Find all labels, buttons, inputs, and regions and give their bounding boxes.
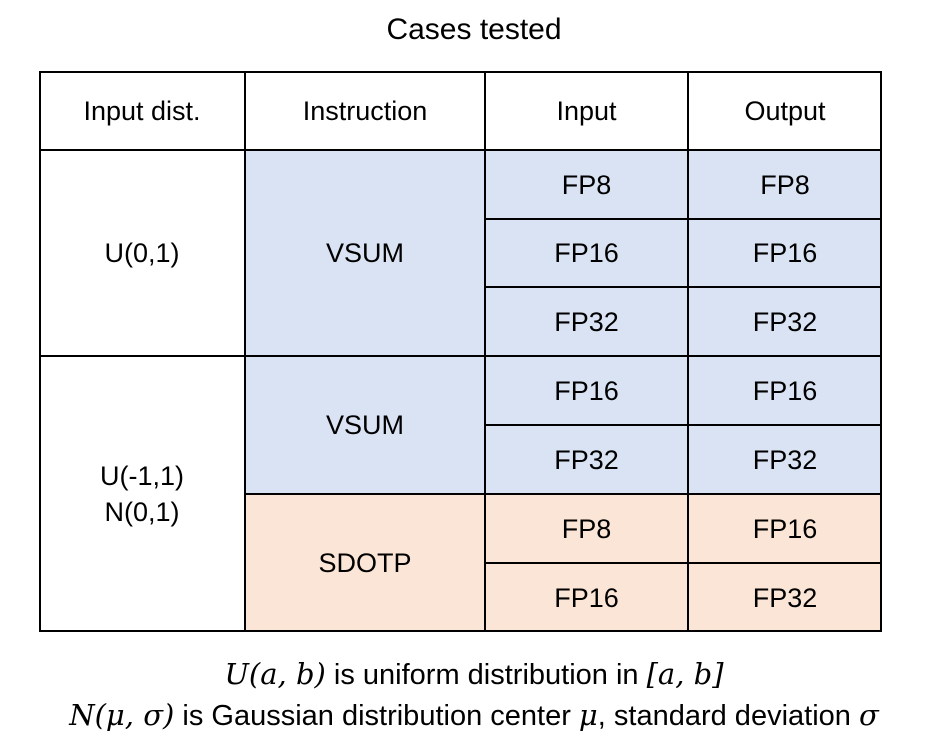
output-cell: FP16 (688, 356, 882, 425)
input-cell: FP32 (485, 425, 688, 494)
footnote-math: [a, b] (646, 657, 724, 691)
output-cell: FP32 (688, 287, 882, 356)
footnote-math: N(μ, σ) (69, 698, 175, 732)
input-cell: FP16 (485, 356, 688, 425)
output-cell: FP32 (688, 425, 882, 494)
output-cell: FP32 (688, 563, 882, 632)
header-instruction: Instruction (245, 71, 485, 150)
footnote-text: is Gaussian distribution center (174, 700, 579, 732)
header-output: Output (688, 71, 882, 150)
footnote-math: μ (578, 698, 598, 732)
footnote-uniform: U(a, b) is uniform distribution in [a, b… (0, 655, 948, 694)
input-cell: FP16 (485, 219, 688, 287)
input-cell: FP16 (485, 563, 688, 632)
input-cell: FP32 (485, 287, 688, 356)
footnote-math: U(a, b) (224, 657, 326, 691)
cases-table: Input dist. Instruction Input Output U(0… (39, 71, 882, 632)
input-cell: FP8 (485, 494, 688, 563)
header-input: Input (485, 71, 688, 150)
instruction-cell-vsum: VSUM (245, 356, 485, 494)
instruction-cell-vsum: VSUM (245, 150, 485, 356)
output-cell: FP16 (688, 494, 882, 563)
footnote-text: is uniform distribution in (325, 659, 647, 691)
dist-cell-uniform-0-1: U(0,1) (39, 150, 245, 356)
footnote-math: σ (858, 698, 879, 732)
footnote-text: , standard deviation (597, 700, 859, 732)
header-input-dist: Input dist. (39, 71, 245, 150)
dist-cell-uniform-and-normal: U(-1,1) N(0,1) (39, 356, 245, 632)
output-cell: FP8 (688, 150, 882, 219)
output-cell: FP16 (688, 219, 882, 287)
input-cell: FP8 (485, 150, 688, 219)
instruction-cell-sdotp: SDOTP (245, 494, 485, 632)
footnote-gaussian: N(μ, σ) is Gaussian distribution center … (0, 696, 948, 735)
figure-title: Cases tested (386, 13, 562, 46)
